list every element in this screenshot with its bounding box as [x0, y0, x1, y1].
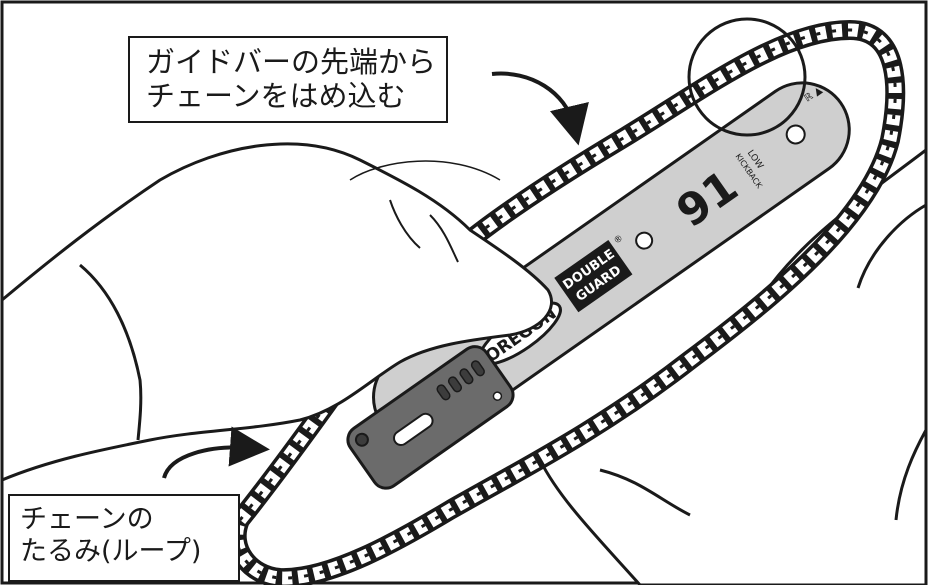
chain-adjuster	[346, 345, 515, 490]
slack-loop-arrow	[162, 426, 270, 479]
bar-hole	[635, 231, 654, 250]
callout-top-line2: チェーンをはめ込む	[146, 79, 406, 114]
callout-chain-slack: チェーンの たるみ(ループ)	[8, 494, 240, 582]
insert-direction-arrow	[491, 71, 589, 146]
holding-hand-left	[0, 142, 554, 483]
double-guard-badge	[554, 240, 633, 313]
callout-bottom-line2: たるみ(ループ)	[20, 535, 202, 567]
callout-bottom-line1: チェーンの	[20, 504, 154, 535]
callout-top-line1: ガイドバーの先端から	[146, 45, 437, 79]
callout-insert-from-bar-tip: ガイドバーの先端から チェーンをはめ込む	[128, 36, 448, 123]
bar-tip-highlight-circle	[687, 17, 807, 137]
sprocket-hole	[785, 124, 806, 145]
